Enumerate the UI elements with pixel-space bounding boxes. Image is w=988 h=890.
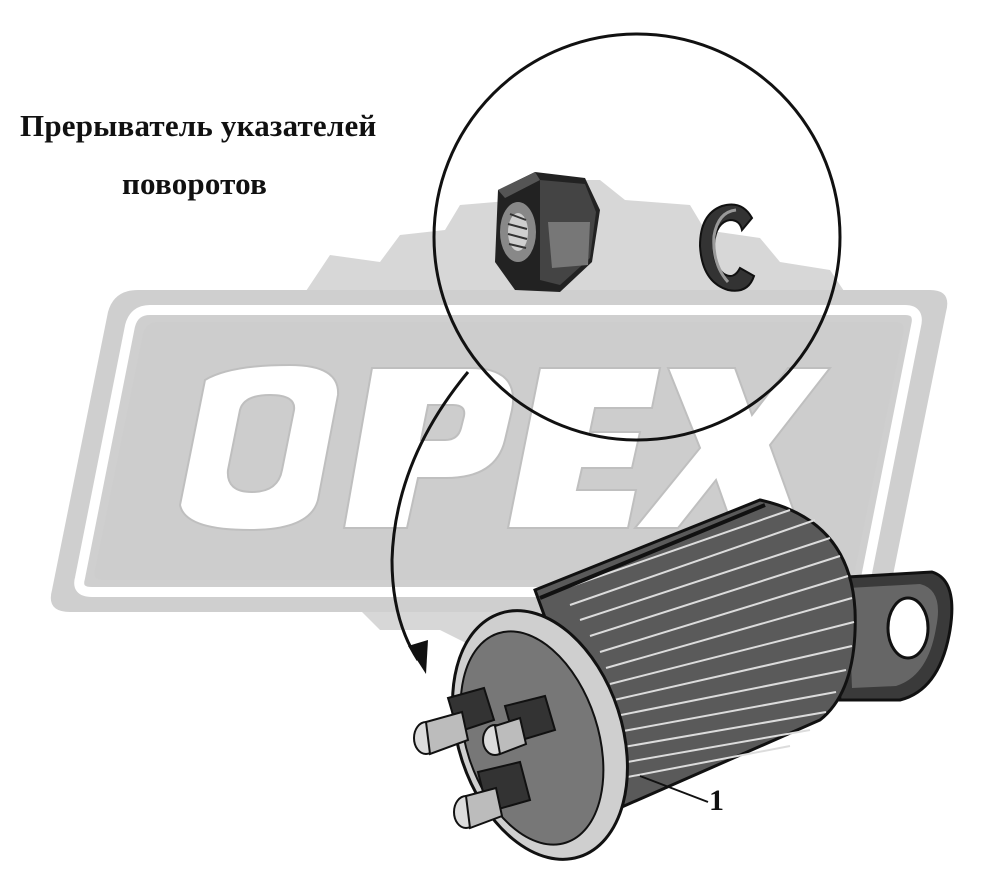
watermark-letter-p [342, 367, 515, 529]
spring-washer-part [698, 203, 756, 292]
title-line-1: Прерыватель указателей [20, 108, 377, 143]
callout-leader-line [639, 775, 709, 803]
terminal-top-center [482, 694, 557, 756]
bracket-hole [886, 596, 930, 660]
pointer-arrow [390, 371, 470, 674]
terminal-bottom [453, 760, 532, 830]
title-line-2: поворотов [122, 166, 268, 201]
watermark-letter-o [178, 363, 340, 532]
watermark-plate-line [74, 305, 922, 597]
casing-ribs [559, 509, 855, 781]
detail-circle [432, 32, 842, 442]
callout-number-1: 1 [709, 784, 724, 817]
nut-part [495, 172, 600, 292]
terminal-top-left [413, 686, 496, 756]
interrupter-body [413, 498, 954, 861]
watermark-text [178, 363, 833, 532]
watermark-letter-e [506, 367, 662, 529]
